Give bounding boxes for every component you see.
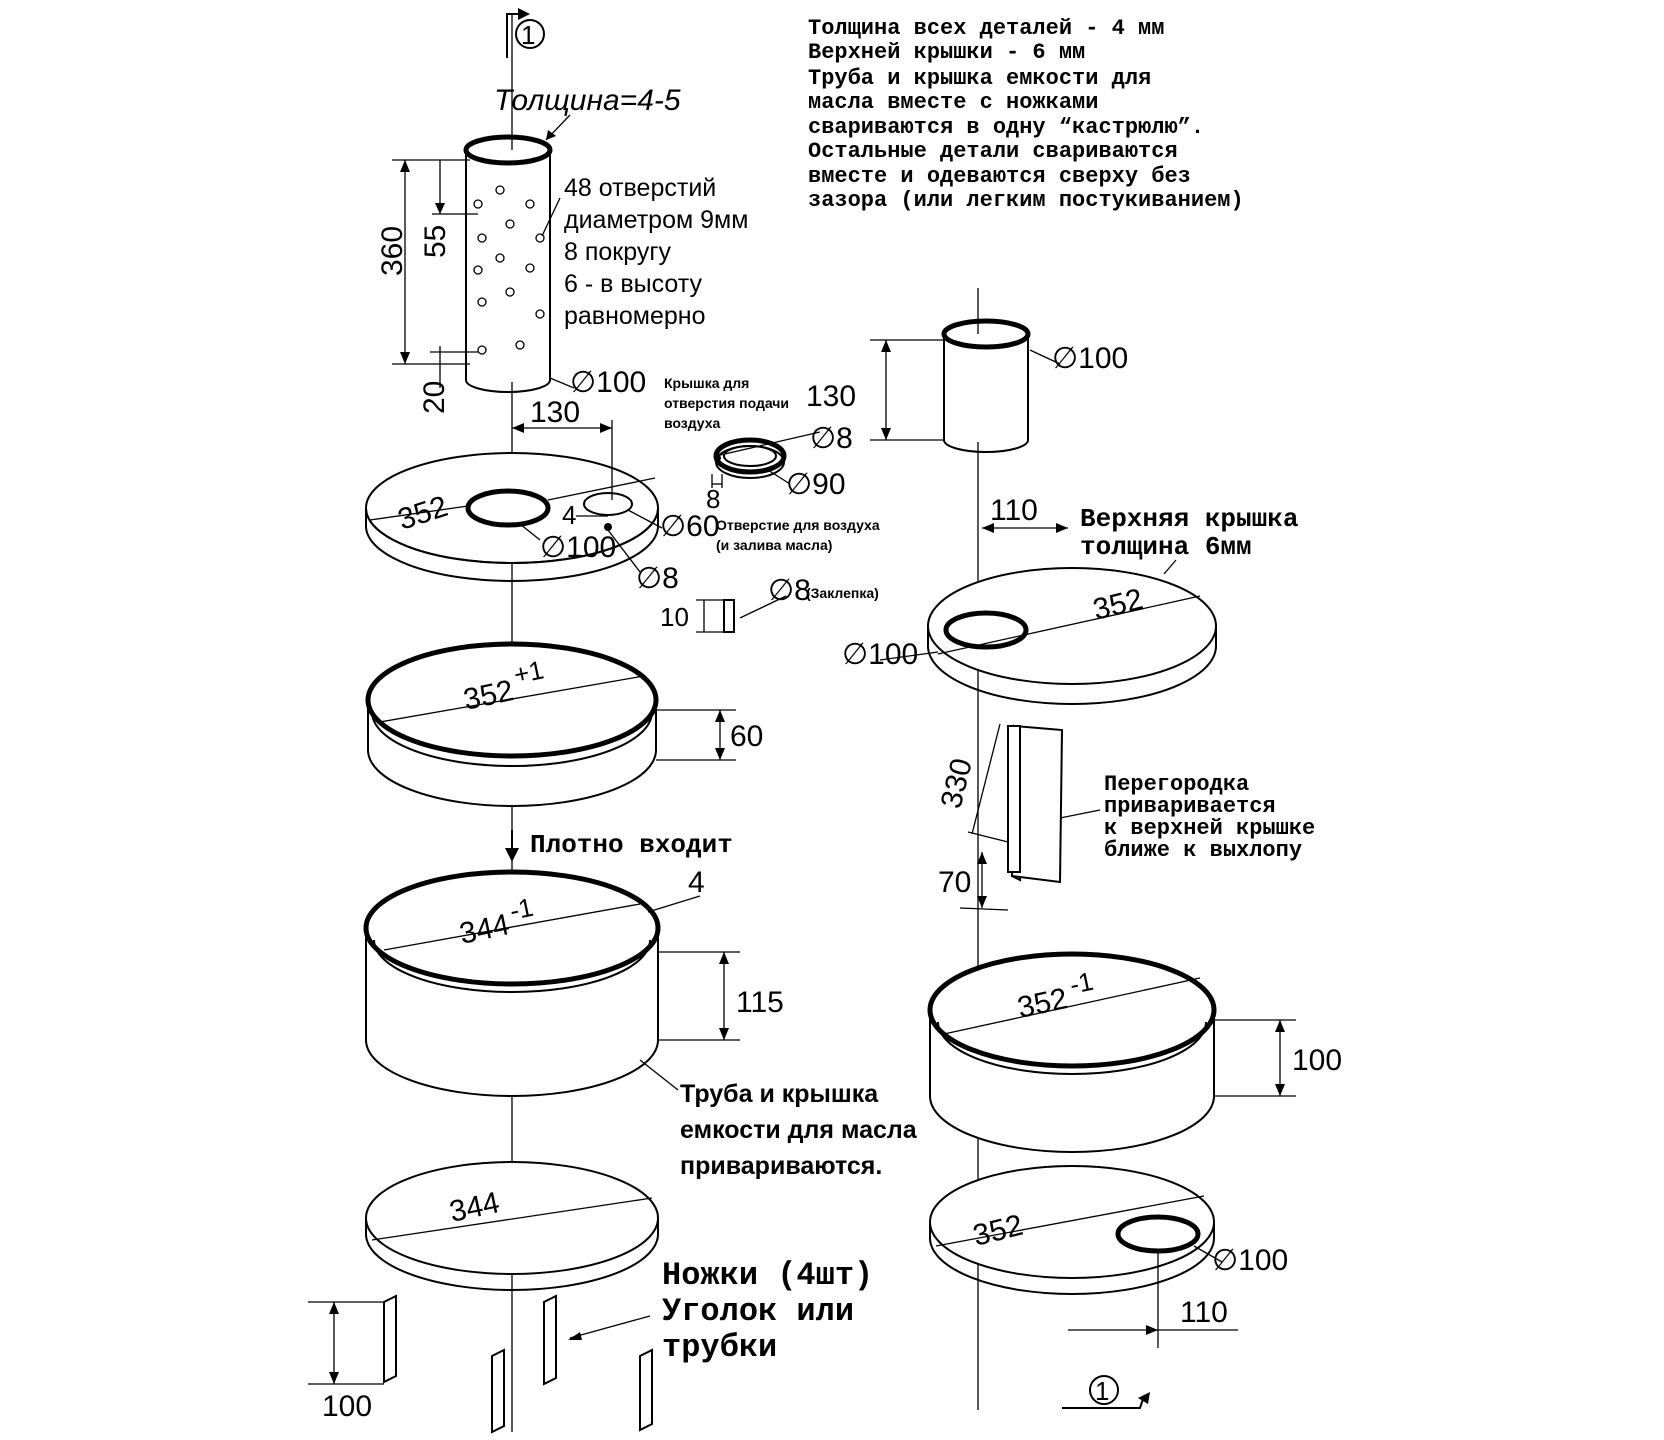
top-cover-hole: ∅100 — [842, 638, 918, 671]
rivet: 10 ∅8 (Заклепка) — [660, 574, 879, 633]
section-marker-bottom-label: 1 — [1095, 1376, 1109, 1406]
fit-note: Плотно входит — [505, 830, 733, 862]
general-note-line: Остальные детали свариваются — [808, 139, 1178, 164]
plate-top-left-gap: 4 — [562, 500, 576, 530]
weld-note: Труба и крышка емкости для масла привари… — [639, 1059, 918, 1180]
bottom-right-offset: 110 — [1180, 1296, 1228, 1329]
air-cap-label-line: Крышка для — [664, 375, 749, 391]
ring-right-height: 100 — [1292, 1044, 1342, 1077]
section-marker-top: 1 — [506, 8, 545, 58]
top-cover-label-line: Верхняя крышка — [1080, 504, 1298, 534]
plate-top-left-rivet-hole: ∅8 — [636, 562, 679, 595]
pipe-holes-note-line: 8 покругу — [564, 238, 671, 266]
general-notes: Толщина всех деталей - 4 мм Верхней крыш… — [808, 16, 1244, 213]
rivet-label: (Заклепка) — [806, 585, 879, 601]
bottom-plate-344: 344 — [365, 1161, 659, 1291]
ring-352-tol: +1 — [511, 654, 546, 690]
pipe-holes-note-line: диаметром 9мм — [564, 206, 748, 234]
general-note-line: Толщина всех деталей - 4 мм — [808, 16, 1164, 41]
plate-top-left-offset: 130 — [530, 396, 580, 429]
weld-note-line: емкости для масла — [680, 1116, 918, 1144]
bottom-plate-right: 352 ∅100 110 — [929, 1165, 1288, 1348]
air-cap-label: Крышка для отверстия подачи воздуха ∅8 ∅… — [664, 375, 880, 553]
air-cap-hole-label: Отверстие для воздуха — [716, 517, 880, 533]
general-note-line: вместе и одеваются сверху без — [808, 164, 1191, 189]
partition-note-line: к верхней крышке — [1104, 816, 1315, 841]
general-note-line: зазора (или легким постукиванием) — [808, 188, 1244, 213]
pipe-holes-note-line: 48 отверстий — [564, 174, 716, 202]
plate-top-left-hole-main: ∅100 — [540, 531, 616, 564]
pipe-bottom-gap: 20 — [418, 381, 451, 414]
legs-height: 100 — [322, 1390, 372, 1423]
ring-352-right: 352 -1 100 — [927, 951, 1342, 1153]
general-note-line: масла вместе с ножками — [808, 90, 1098, 115]
air-cap — [713, 437, 787, 479]
pipe-dimensions: 360 55 20 ∅100 — [376, 159, 646, 414]
air-cap-height: 8 — [706, 484, 720, 514]
pipe-diameter: ∅100 — [570, 366, 646, 399]
legs-note-line: трубки — [662, 1329, 777, 1366]
perforated-pipe — [463, 134, 553, 393]
pipe-holes-note: 48 отверстий диаметром 9мм 8 покругу 6 -… — [541, 174, 748, 330]
ring-352-upper: 352 +1 60 — [365, 641, 763, 807]
plate-top-left-hole-air: ∅60 — [660, 510, 720, 543]
air-cap-label-line: отверстия подачи — [664, 395, 789, 411]
legs-note-line: Ножки (4шт) — [662, 1257, 873, 1294]
partition-note-line: Перегородка — [1104, 772, 1249, 797]
air-cap-diameter: ∅90 — [786, 468, 846, 501]
ring-352-height: 60 — [730, 720, 763, 753]
pipe-holes-note-line: равномерно — [564, 302, 706, 330]
partition-gap: 70 — [938, 866, 971, 899]
top-cover-offset: 110 — [990, 494, 1038, 527]
right-pipe-diameter: ∅100 — [1052, 342, 1128, 375]
pipe-height: 360 — [376, 226, 409, 276]
legs-note-line: Уголок или — [662, 1293, 854, 1330]
partition: 330 70 Перегородка приваривается к верхн… — [935, 723, 1315, 911]
air-cap-rivet-d: ∅8 — [810, 422, 853, 455]
pipe-top-gap: 55 — [419, 225, 452, 258]
plate-top-left — [365, 452, 659, 582]
weld-note-line: привариваются. — [680, 1152, 882, 1180]
pot-height: 115 — [736, 986, 784, 1019]
air-cap-hole-label: (и залива масла) — [716, 537, 832, 553]
right-pipe: 130 ∅100 — [806, 318, 1128, 453]
partition-height: 330 — [935, 755, 979, 812]
fit-note-text: Плотно входит — [530, 830, 733, 860]
pot-wall: 4 — [688, 866, 705, 899]
pot-344: 344 -1 4 115 — [363, 866, 784, 1097]
right-pipe-height: 130 — [806, 380, 856, 413]
legs: 100 Ножки (4шт) Уголок или трубки — [308, 1257, 873, 1434]
section-marker-bottom: 1 — [1062, 1375, 1150, 1409]
weld-note-line: Труба и крышка — [680, 1080, 879, 1108]
bottom-right-hole: ∅100 — [1212, 1244, 1288, 1277]
general-note-line: свариваются в одну “кастрюлю”. — [808, 115, 1204, 140]
rivet-diameter: ∅8 — [768, 574, 811, 607]
top-cover: 110 Верхняя крышка толщина 6мм 352 ∅100 — [842, 494, 1298, 705]
thickness-label: Толщина=4-5 — [494, 84, 681, 117]
general-note-line: Верхней крышки - 6 мм — [808, 40, 1085, 65]
top-cover-label-line: толщина 6мм — [1080, 532, 1252, 562]
air-cap-label-line: воздуха — [664, 415, 721, 431]
rivet-length: 10 — [660, 602, 689, 632]
partition-note-line: ближе к выхлопу — [1104, 838, 1302, 863]
pipe-holes-note-line: 6 - в высоту — [564, 270, 702, 298]
section-marker-top-label: 1 — [521, 20, 535, 50]
general-note-line: Труба и крышка емкости для — [808, 66, 1151, 91]
partition-note-line: приваривается — [1104, 794, 1276, 819]
